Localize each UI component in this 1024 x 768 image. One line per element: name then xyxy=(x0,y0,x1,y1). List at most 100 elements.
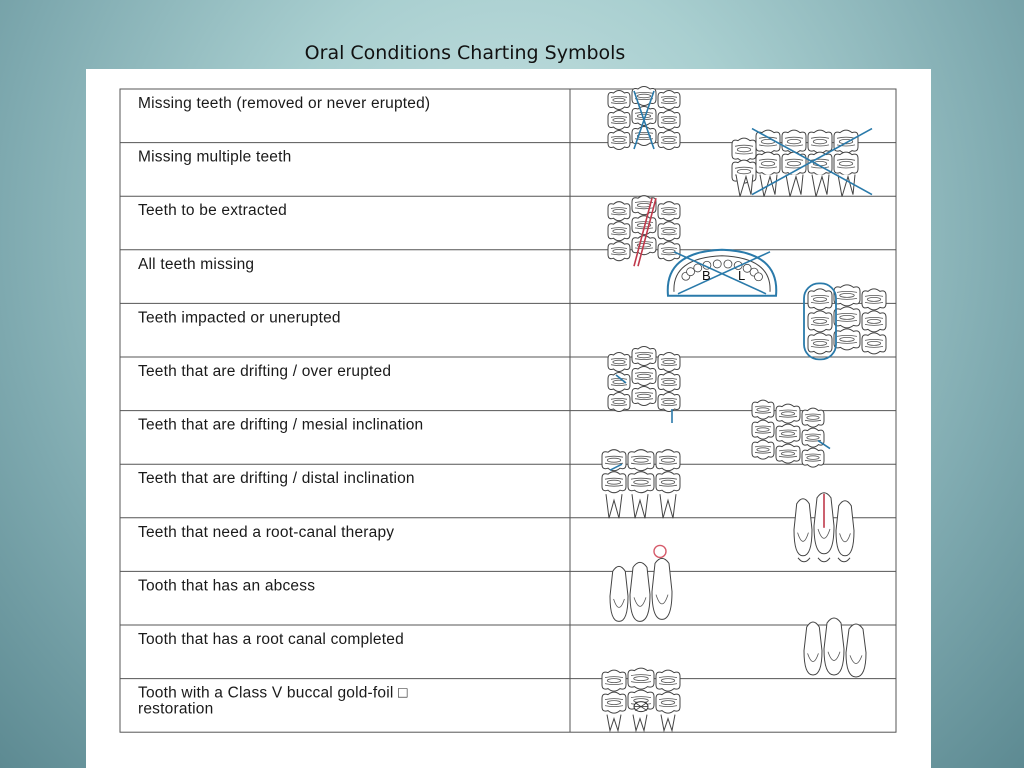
tooth-icon xyxy=(657,130,681,150)
tooth-icon xyxy=(601,471,627,494)
tooth-root xyxy=(837,174,856,197)
tooth-root xyxy=(631,494,649,519)
tooth-root xyxy=(659,494,677,519)
tooth-icon xyxy=(655,449,681,472)
tooth-root xyxy=(735,174,754,197)
tooth-icon xyxy=(657,372,681,392)
gold-foil-restoration-mark xyxy=(633,701,649,713)
tooth-icon xyxy=(607,221,631,242)
row-label-line2: restoration xyxy=(138,701,213,718)
tooth-column xyxy=(657,201,681,262)
tooth-icon xyxy=(657,90,681,110)
tooth-icon xyxy=(631,195,657,216)
abscess-circle-mark xyxy=(653,544,667,559)
tooth-column xyxy=(807,288,833,355)
tooth-icon xyxy=(731,137,757,162)
tooth-icon xyxy=(655,669,681,692)
tooth-column xyxy=(833,284,861,351)
tooth-root xyxy=(660,714,676,733)
tooth-icon xyxy=(657,241,681,262)
tooth-column xyxy=(607,352,631,412)
tooth-column xyxy=(601,449,627,494)
chart-sheet: Missing teeth (removed or never erupted)… xyxy=(86,69,931,768)
row-label: Tooth that has an abcess xyxy=(138,577,315,594)
buccal-letter: B xyxy=(702,268,711,283)
tooth-icon xyxy=(631,386,657,406)
extraction-mark xyxy=(637,197,657,267)
tooth-icon xyxy=(657,392,681,412)
row-label: Missing teeth (removed or never erupted) xyxy=(138,95,430,112)
tooth-icon xyxy=(655,471,681,494)
tooth-icon xyxy=(607,241,631,262)
drift-arrow xyxy=(615,374,627,384)
row-label: Tooth with a Class V buccal gold-foil □ xyxy=(138,685,408,702)
table-grid xyxy=(119,88,897,733)
anterior-tooth-icon xyxy=(845,623,867,678)
tooth-icon xyxy=(775,443,801,464)
tooth-icon xyxy=(833,151,859,176)
tooth-icon xyxy=(657,110,681,130)
drift-arrow xyxy=(817,439,831,450)
tooth-column xyxy=(607,90,631,150)
tooth-icon xyxy=(807,288,833,311)
tooth-icon xyxy=(781,129,807,154)
extraction-mark xyxy=(633,197,653,267)
tooth-icon xyxy=(801,447,825,468)
drift-arrow xyxy=(609,463,623,471)
tooth-icon xyxy=(861,332,887,355)
tooth-icon xyxy=(751,439,775,460)
tooth-column xyxy=(627,449,655,494)
tooth-root xyxy=(632,714,648,733)
tooth-column xyxy=(601,669,627,714)
tooth-icon xyxy=(607,130,631,150)
tooth-column xyxy=(861,288,887,355)
tooth-icon xyxy=(627,449,655,472)
anterior-tooth-icon xyxy=(629,561,651,622)
tooth-root xyxy=(606,714,622,733)
tooth-column xyxy=(751,399,775,460)
tooth-column xyxy=(655,449,681,494)
tooth-icon xyxy=(807,310,833,333)
slide-title: Oral Conditions Charting Symbols xyxy=(304,42,626,64)
tooth-root xyxy=(785,174,804,197)
row-label: Teeth that need a root-canal therapy xyxy=(138,524,394,541)
row-label: Tooth that has a root canal completed xyxy=(138,631,404,648)
tooth-icon xyxy=(607,392,631,412)
anterior-tooth-icon xyxy=(651,557,673,620)
tooth-icon xyxy=(607,90,631,110)
anterior-tooth-icon xyxy=(609,565,629,622)
tooth-icon xyxy=(833,328,861,351)
row-label: Teeth that are drifting / mesial inclina… xyxy=(138,417,423,434)
tooth-icon xyxy=(631,366,657,386)
tooth-icon xyxy=(607,372,631,392)
row-label: Teeth to be extracted xyxy=(138,202,287,219)
tooth-icon xyxy=(861,310,887,333)
tooth-icon xyxy=(755,151,781,176)
tooth-icon xyxy=(861,288,887,311)
row-label: Missing multiple teeth xyxy=(138,149,291,166)
tooth-column xyxy=(607,201,631,262)
tooth-icon xyxy=(657,201,681,222)
tooth-icon xyxy=(801,407,825,428)
tooth-icon xyxy=(751,419,775,440)
tooth-icon xyxy=(657,221,681,242)
tooth-icon xyxy=(755,129,781,154)
row-label: All teeth missing xyxy=(138,256,254,273)
tooth-icon xyxy=(833,284,861,307)
tooth-column xyxy=(631,346,657,406)
anterior-tooth-icon xyxy=(823,617,845,676)
charting-table: Missing teeth (removed or never erupted)… xyxy=(119,86,897,733)
tooth-column xyxy=(631,86,657,146)
tooth-icon xyxy=(807,129,833,154)
row-labels: Missing teeth (removed or never erupted)… xyxy=(138,95,430,718)
tooth-icon xyxy=(631,106,657,126)
tooth-column xyxy=(657,352,681,412)
row-label: Teeth that are drifting / distal inclina… xyxy=(138,470,415,487)
tooth-icon xyxy=(807,151,833,176)
anterior-tooth-icon xyxy=(793,498,813,557)
anterior-tooth-icon xyxy=(835,500,855,557)
tooth-icon xyxy=(607,201,631,222)
tooth-icon xyxy=(631,215,657,236)
row-label: Teeth impacted or unerupted xyxy=(138,309,341,326)
